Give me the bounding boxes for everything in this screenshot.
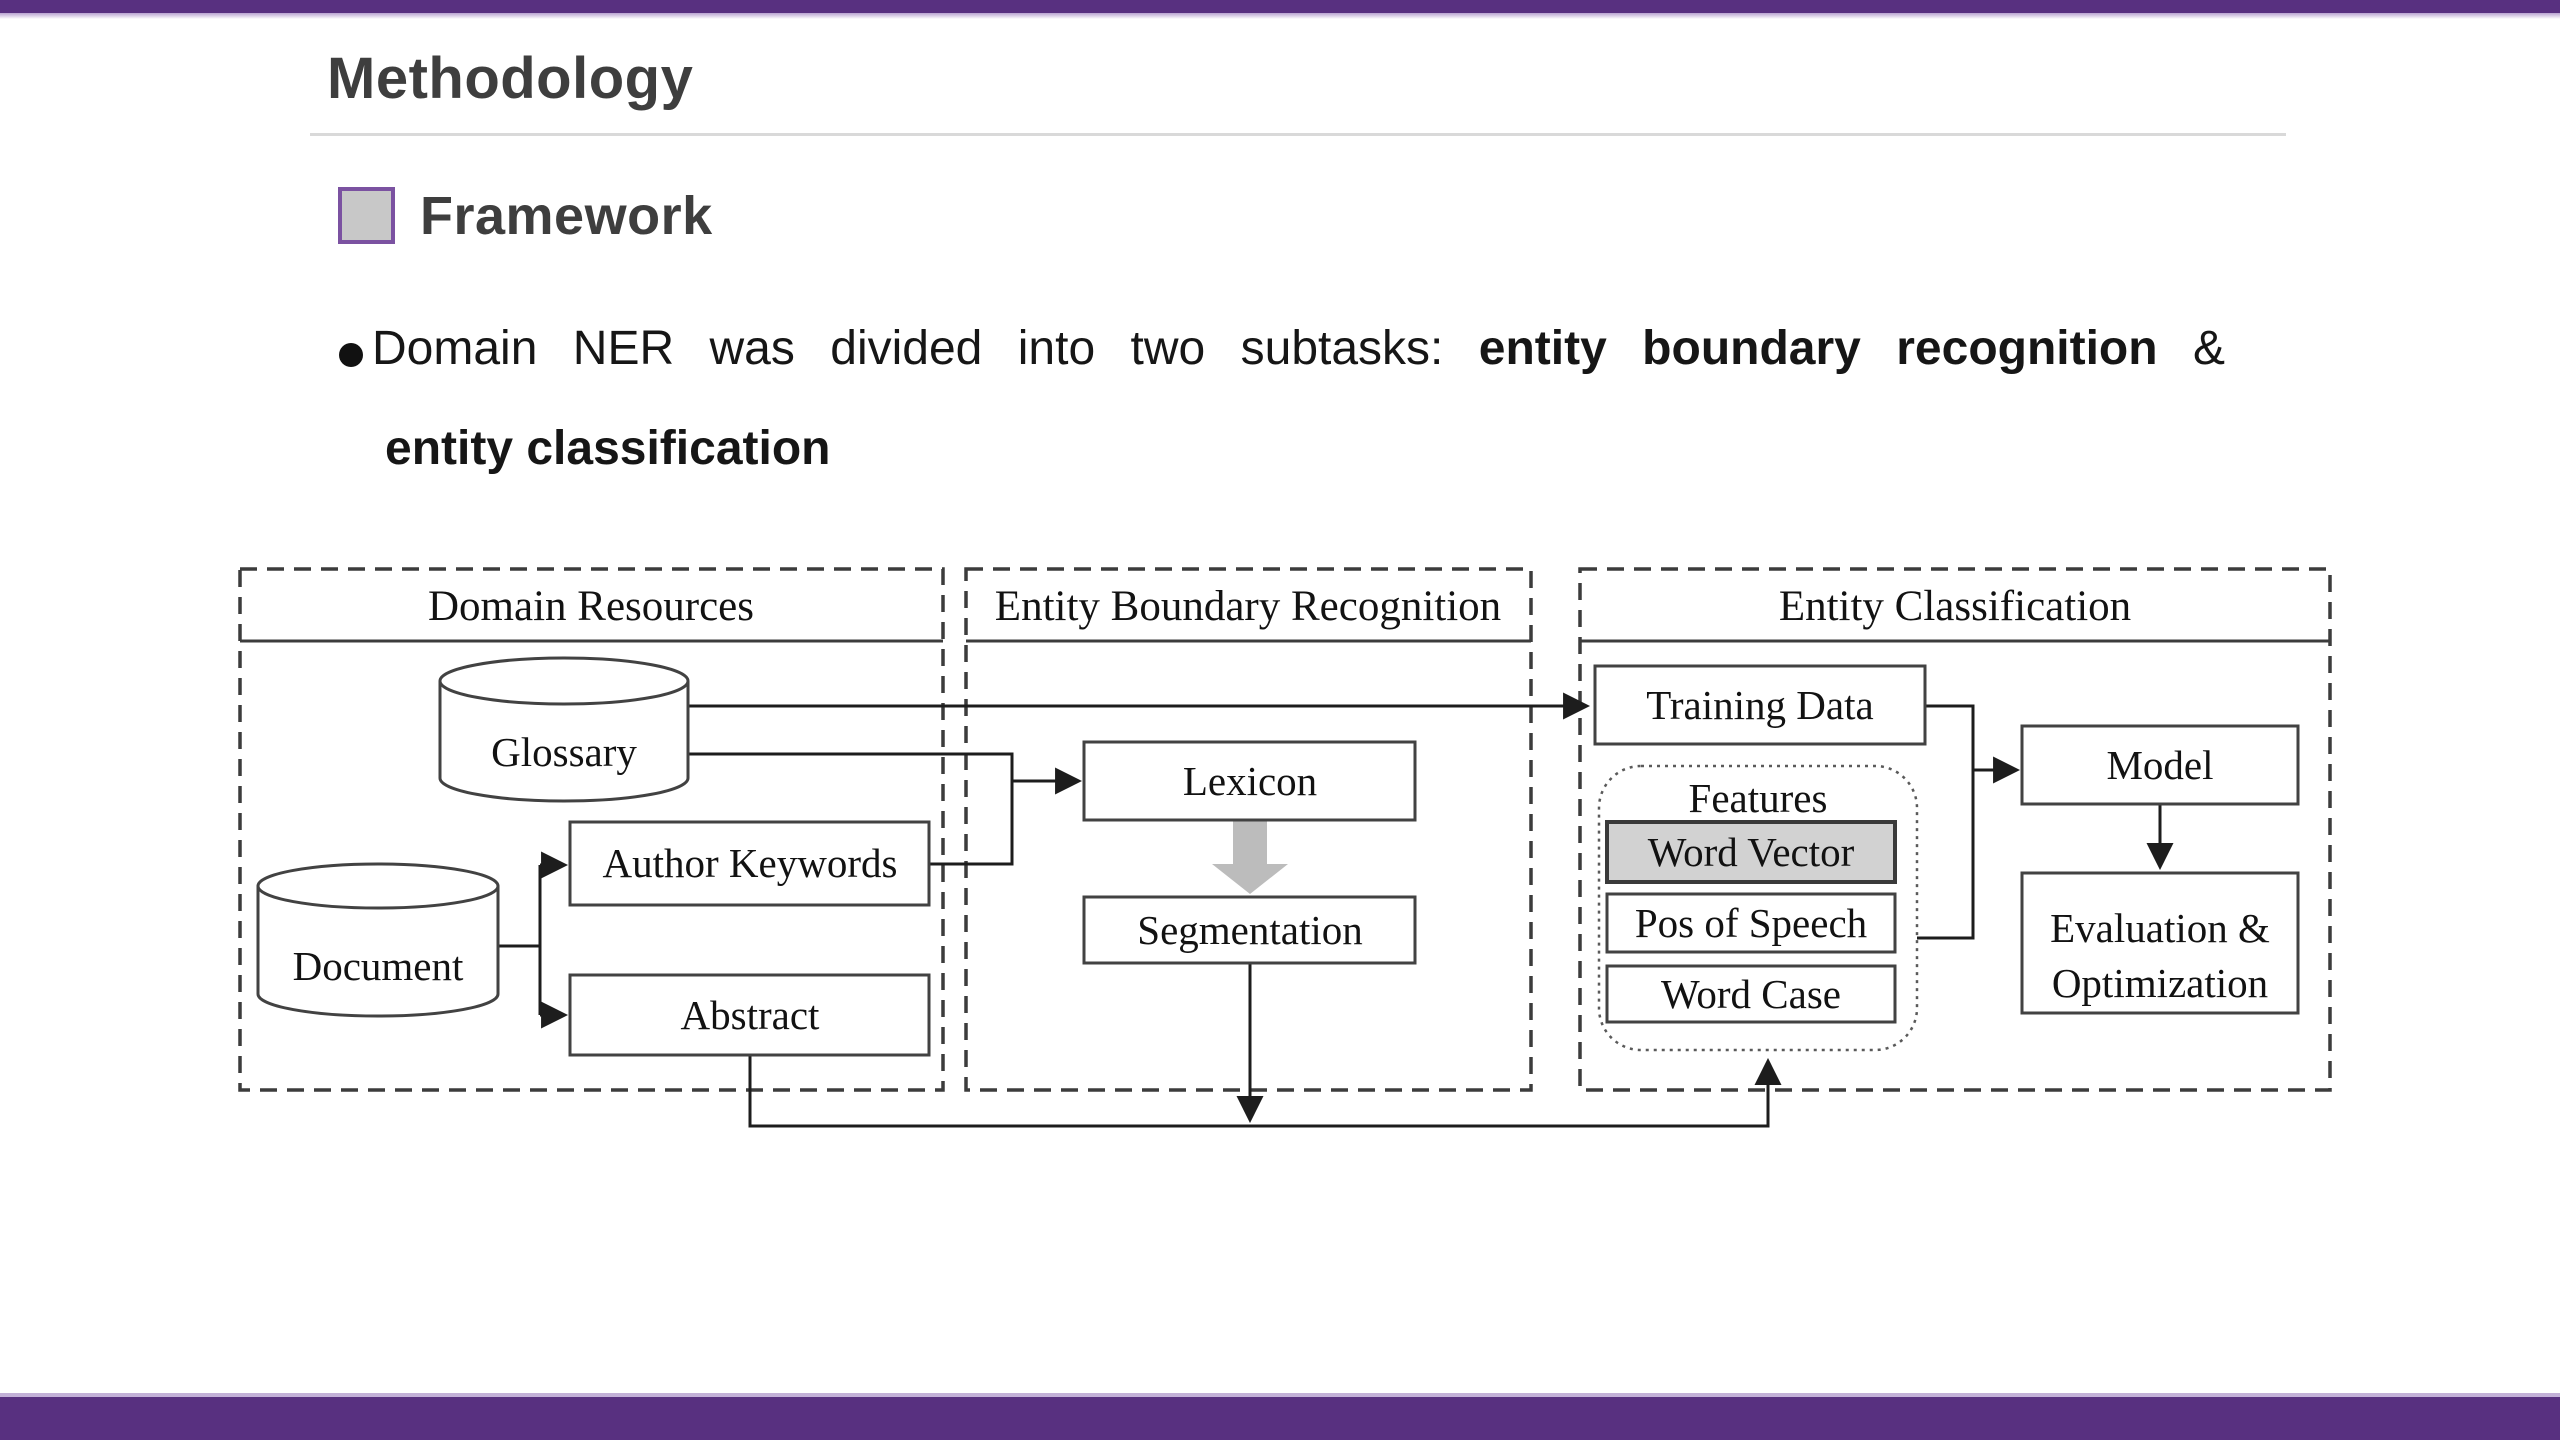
author-keywords-label: Author Keywords (603, 840, 898, 886)
bottom-accent-bar (0, 1397, 2560, 1440)
evaluation-label-line2: Optimization (2052, 960, 2268, 1006)
panel1-title: Domain Resources (428, 583, 754, 630)
bullet-text-prefix: Domain NER was divided into two subtasks… (372, 322, 1444, 375)
panel3-title: Entity Classification (1779, 583, 2131, 630)
features-label: Features (1689, 775, 1828, 821)
bullet-text-emphasis-2: entity classification (385, 422, 831, 475)
bottom-accent-bar-fade (0, 1393, 2560, 1397)
document-label: Document (293, 943, 464, 989)
page-title: Methodology (327, 46, 694, 111)
section-bullet-square-icon (338, 187, 395, 244)
evaluation-label-line1: Evaluation & (2050, 905, 2270, 951)
bullet-text-suffix: & (2192, 322, 2225, 375)
top-accent-bar (0, 0, 2560, 13)
glossary-cylinder-icon (438, 681, 690, 803)
panel-domain-resources (238, 567, 945, 1092)
bullet-dot-icon (339, 343, 363, 367)
bullet-line-1: Domain NER was divided into two subtasks… (372, 299, 2225, 399)
node-evaluation-optimization (2020, 871, 2300, 1015)
node-word-vector (1605, 820, 1897, 884)
bullet-line-2: entity classification (372, 399, 2225, 499)
fat-arrow-lexicon-to-segmentation-icon (1212, 821, 1288, 894)
glossary-label: Glossary (491, 729, 637, 775)
document-cylinder-top-icon (256, 862, 500, 910)
connector-glossary-authorkeywords-bracket (688, 752, 1014, 866)
segmentation-label: Segmentation (1137, 907, 1362, 953)
node-training-data (1593, 664, 1927, 746)
abstract-label: Abstract (681, 992, 821, 1038)
node-model (2020, 724, 2300, 806)
connector-trainingdata-features-bracket (1917, 704, 1975, 940)
bullet-paragraph: Domain NER was divided into two subtasks… (372, 299, 2225, 499)
glossary-cylinder-top-icon (438, 656, 690, 706)
node-lexicon (1082, 740, 1417, 822)
node-abstract (568, 973, 931, 1057)
node-segmentation (1082, 895, 1417, 965)
word-vector-label: Word Vector (1648, 829, 1855, 875)
document-cylinder-icon (256, 886, 500, 1018)
top-accent-bar-fade (0, 13, 2560, 19)
lexicon-label: Lexicon (1183, 758, 1317, 804)
title-divider (310, 133, 2286, 136)
word-case-label: Word Case (1661, 971, 1841, 1017)
connector-abstract-to-features (748, 1055, 1782, 1128)
panel-entity-classification (1578, 567, 2332, 1092)
node-author-keywords (568, 820, 931, 907)
node-word-case (1605, 964, 1897, 1024)
model-label: Model (2106, 742, 2213, 788)
pos-of-speech-label: Pos of Speech (1635, 900, 1867, 946)
node-pos-of-speech (1605, 892, 1897, 954)
panel-entity-boundary-recognition (964, 567, 1533, 1092)
panel2-title: Entity Boundary Recognition (995, 583, 1501, 630)
bullet-text-emphasis-1: entity boundary recognition (1478, 322, 2158, 375)
features-group-box (1597, 764, 1919, 1052)
section-title: Framework (420, 186, 713, 246)
training-data-label: Training Data (1646, 682, 1873, 728)
